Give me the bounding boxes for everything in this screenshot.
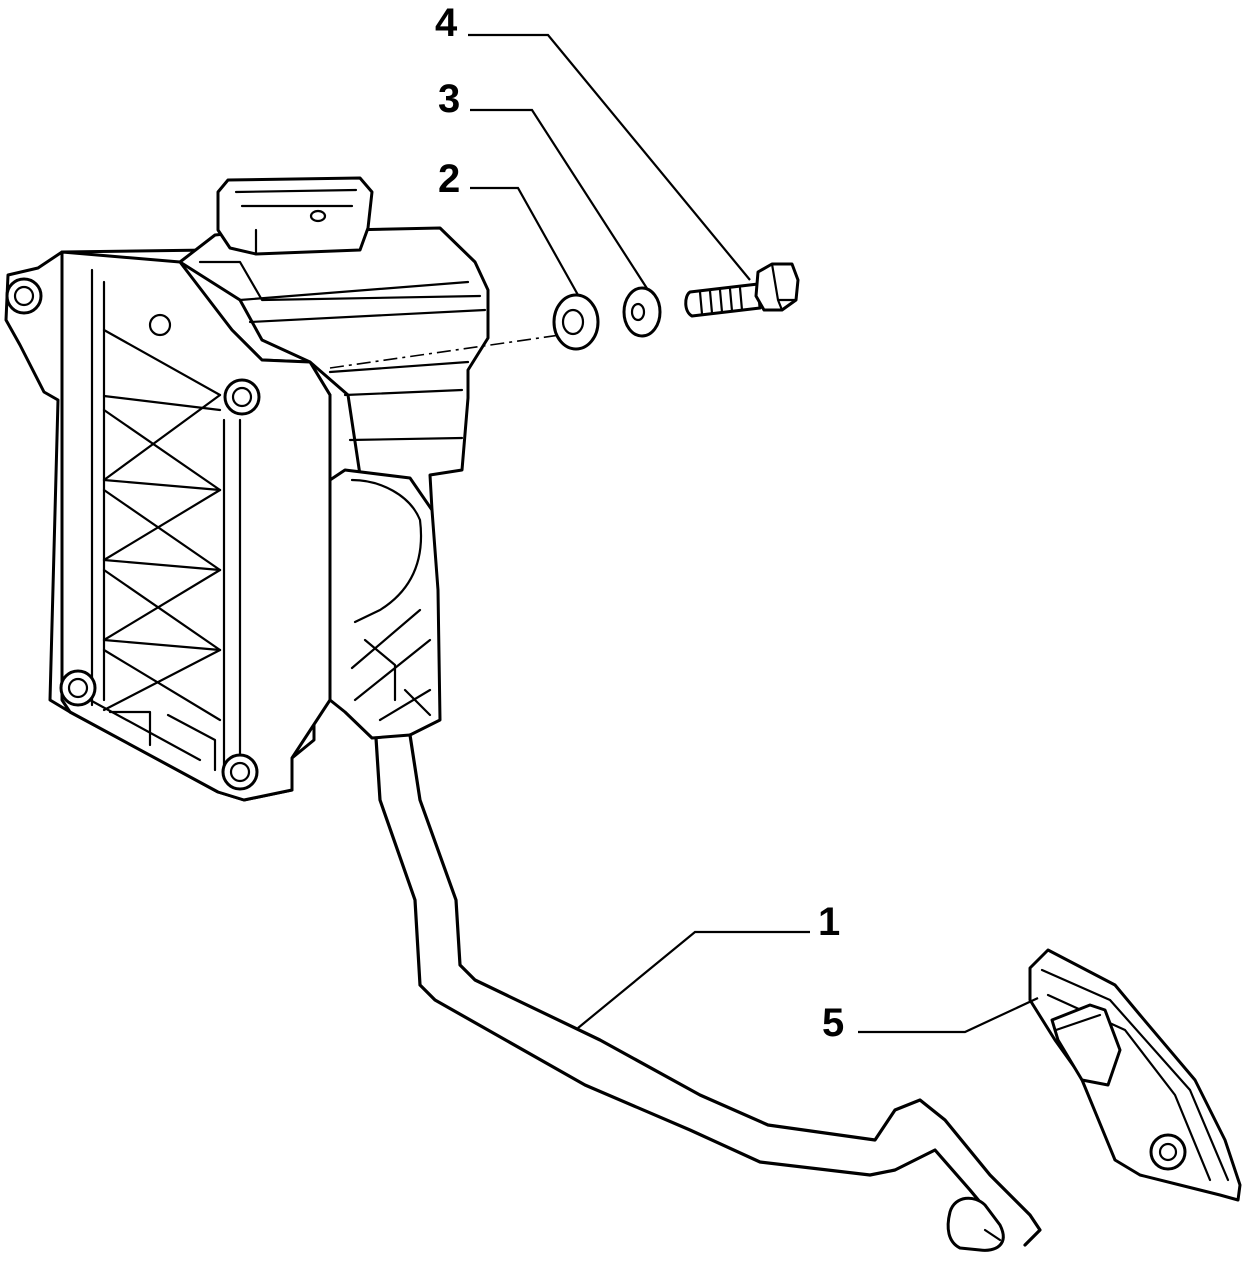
callout-4: 4 <box>435 1 458 45</box>
washer-part-3 <box>622 286 662 338</box>
callout-1: 1 <box>818 900 840 944</box>
leader-line-4 <box>468 33 751 281</box>
leader-line-3 <box>470 108 649 291</box>
pedal-module-housing <box>4 176 490 802</box>
pedal-arm <box>328 468 1042 1252</box>
pedal-pad <box>1028 948 1242 1202</box>
leader-line-5 <box>858 997 1039 1034</box>
assembly-axis-line <box>329 334 561 369</box>
callout-5: 5 <box>822 1001 844 1045</box>
bolt-part-4 <box>684 262 800 318</box>
callout-3: 3 <box>438 77 460 121</box>
leader-line-1 <box>577 930 810 1029</box>
leader-line-2 <box>470 186 579 296</box>
callout-2: 2 <box>438 157 460 201</box>
washer-part-2 <box>552 293 600 351</box>
